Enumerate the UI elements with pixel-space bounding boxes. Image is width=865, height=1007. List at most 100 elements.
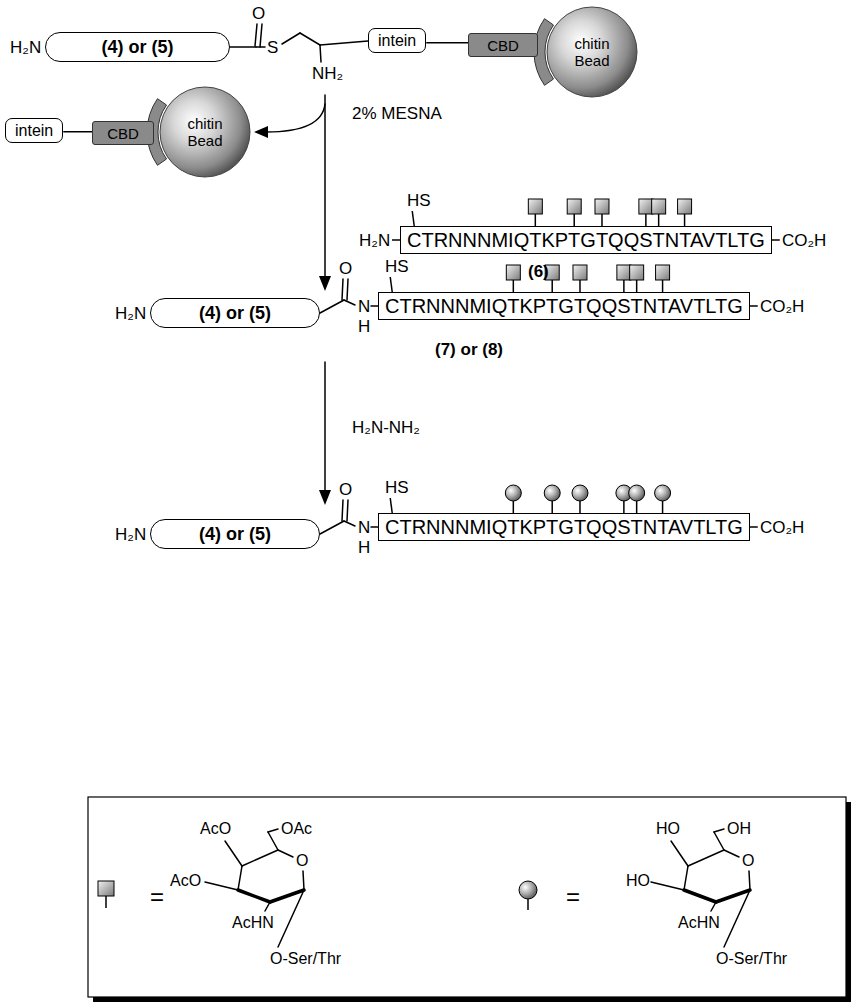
glycan-stick: [513, 280, 515, 292]
chem-label: =: [566, 884, 580, 910]
chem-label: O: [339, 480, 352, 499]
intein-box: intein: [5, 118, 63, 143]
chem-label: O: [339, 259, 352, 278]
chem-label: HS: [407, 191, 431, 210]
chem-label: HS: [385, 478, 409, 497]
node-text: intein: [15, 122, 53, 139]
glycan-stick: [513, 501, 515, 513]
chem-label: OAc: [281, 820, 312, 838]
node-text: (4) or (5): [199, 524, 271, 545]
thiol-bond: [390, 277, 392, 292]
cbd-box: CBD: [92, 121, 154, 145]
linker-stroke: [426, 42, 468, 44]
chem-label: H₂N: [115, 525, 146, 544]
glycan-stick: [601, 214, 603, 226]
chem-label: NH₂: [312, 64, 343, 83]
galnac-ball: [655, 485, 671, 501]
node-text: CTRNNNMIQTKPTGTQQSTNTAVTLTG: [407, 229, 765, 251]
node-text: chitin Bead: [176, 115, 234, 149]
chem-label: H₂N: [359, 231, 390, 250]
chem-label: N: [358, 297, 370, 316]
thiol-bond: [390, 498, 392, 513]
protein-box: (4) or (5): [150, 298, 320, 328]
protein-box: (4) or (5): [45, 32, 230, 62]
intein-box: intein: [368, 28, 426, 53]
galnac-ball: [572, 485, 588, 501]
node-text: CTRNNNMIQTKPTGTQQSTNTAVTLTG: [385, 295, 743, 317]
acetyl-galnac-square: [595, 199, 609, 214]
node-text: CBD: [107, 125, 139, 142]
glycan-stick: [551, 501, 553, 513]
acetyl-galnac-square: [573, 265, 587, 280]
glycan-stick: [636, 280, 638, 292]
acetyl-galnac-square: [567, 199, 581, 214]
galnac-ball: [505, 485, 521, 501]
chem-label: OH: [727, 820, 751, 838]
acetyl-galnac-square: [630, 265, 644, 280]
chem-label: O-Ser/Thr: [716, 950, 787, 968]
glycan-stick: [623, 280, 625, 292]
acetyl-galnac-square: [617, 265, 631, 280]
chem-label: AcHN: [678, 914, 720, 932]
peptide-box: CTRNNNMIQTKPTGTQQSTNTAVTLTG: [378, 513, 750, 541]
chem-label: H₂N: [10, 38, 41, 57]
linker-line: [426, 42, 468, 43]
glycan-stick: [658, 214, 660, 226]
glycan-stick: [684, 214, 686, 226]
glycan-stick: [551, 280, 553, 292]
node-text: (4) or (5): [102, 37, 174, 58]
chem-label: CO₂H: [760, 518, 804, 537]
glycan-stick: [662, 280, 664, 292]
chem-label: HO: [656, 820, 680, 838]
chem-label: H: [358, 538, 370, 557]
glycan-stick: [579, 280, 581, 292]
terminal-bond: [392, 239, 400, 241]
bead-circle: [160, 87, 250, 177]
linker-line: [63, 131, 92, 132]
node-text: CTRNNNMIQTKPTGTQQSTNTAVTLTG: [385, 516, 743, 538]
chem-label: H₂N: [115, 304, 146, 323]
cbd-box: CBD: [468, 33, 538, 57]
chem-label: O: [252, 4, 265, 23]
terminal-bond: [750, 305, 758, 307]
chem-label: O: [296, 852, 308, 870]
glycan-stick: [636, 501, 638, 513]
chem-label: O-Ser/Thr: [270, 950, 341, 968]
chem-label: (7) or (8): [435, 340, 503, 359]
galnac-ball: [544, 485, 560, 501]
chem-label: S: [267, 38, 278, 57]
glycan-stick: [535, 214, 537, 226]
chem-label: HO: [626, 872, 650, 890]
node-text: chitin Bead: [563, 35, 621, 69]
chem-label: N: [358, 518, 370, 537]
acetyl-galnac-square: [528, 199, 542, 214]
chem-label: AcHN: [232, 914, 274, 932]
chem-label: CO₂H: [760, 297, 804, 316]
acetyl-galnac-square: [652, 199, 666, 214]
node-text: CBD: [487, 37, 519, 54]
glycan-stick: [662, 501, 664, 513]
chem-label: CO₂H: [782, 231, 826, 250]
chem-label: HS: [385, 257, 409, 276]
chem-label: AcO: [170, 872, 201, 890]
glycan-stick: [645, 214, 647, 226]
peptide-box: CTRNNNMIQTKPTGTQQSTNTAVTLTG: [400, 226, 772, 254]
chem-label: AcO: [200, 820, 231, 838]
galnac-ball: [629, 485, 645, 501]
chem-label: =: [150, 884, 164, 910]
glycan-stick: [579, 501, 581, 513]
chem-label: O: [742, 852, 754, 870]
chem-label: H: [358, 317, 370, 336]
linker-stroke: [63, 131, 92, 133]
bead-circle: [547, 7, 637, 97]
chem-label: H₂N-NH₂: [352, 418, 420, 437]
terminal-bond: [772, 239, 780, 241]
acetyl-galnac-square: [639, 199, 653, 214]
glycan-stick: [623, 501, 625, 513]
thiol-bond: [412, 211, 414, 226]
node-text: (4) or (5): [199, 303, 271, 324]
protein-box: (4) or (5): [150, 519, 320, 549]
